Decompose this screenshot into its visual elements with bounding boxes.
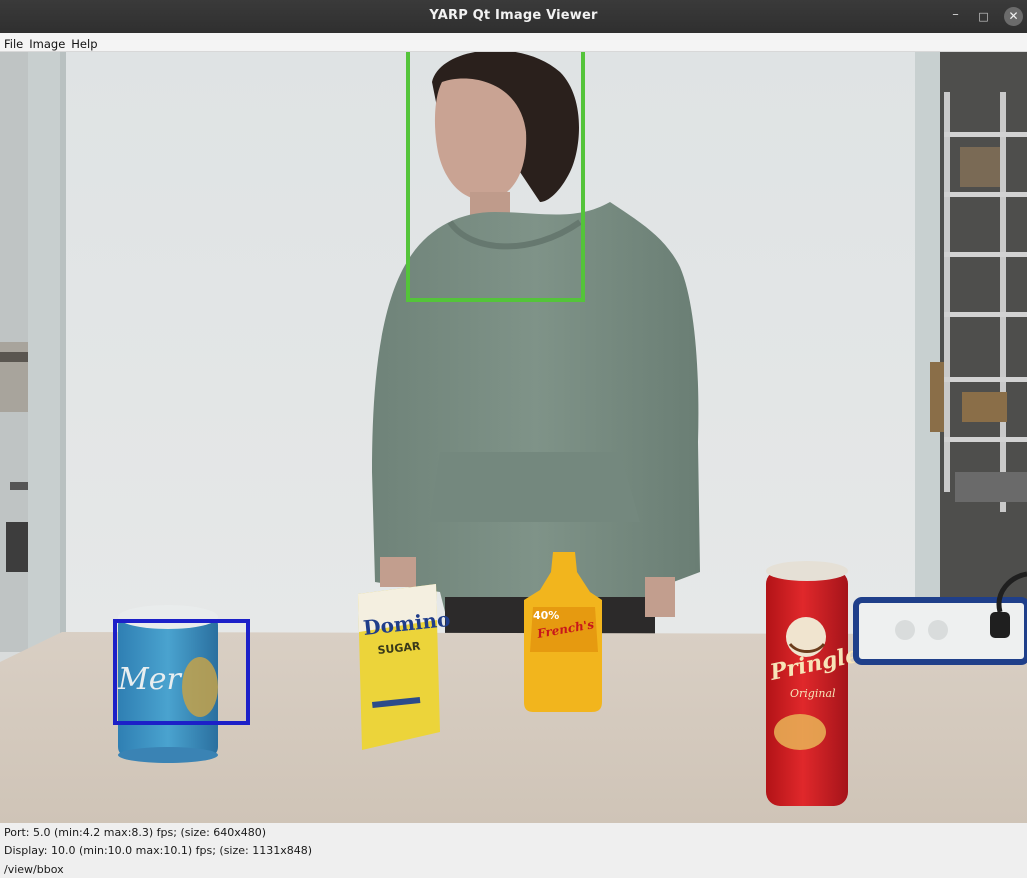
port-name-status: /view/bbox	[4, 863, 64, 876]
minimize-button[interactable]: –	[952, 7, 959, 22]
right-room	[940, 52, 1027, 642]
person-face	[434, 78, 527, 201]
menu-image[interactable]: Image	[29, 37, 66, 51]
status-bar: Port: 5.0 (min:4.2 max:8.3) fps; (size: …	[0, 823, 1027, 878]
menu-file[interactable]: File	[4, 37, 24, 51]
menu-bar: File Image Help	[0, 33, 1027, 52]
can-partial-text: Mer	[117, 662, 182, 697]
camera-frame: Mer Domino SUGAR 40% French's Pringles O…	[0, 52, 1027, 823]
close-button[interactable]: ✕	[1004, 7, 1023, 26]
object-bounding-box	[113, 619, 250, 725]
door-frame-left	[28, 52, 64, 652]
pringles-flavor: Original	[790, 687, 836, 700]
domino-product: SUGAR	[377, 640, 422, 657]
title-bar: YARP Qt Image Viewer – □ ✕	[0, 0, 1027, 33]
face-bounding-box	[406, 52, 585, 302]
display-fps-status: Display: 10.0 (min:10.0 max:10.1) fps; (…	[4, 844, 313, 857]
frenchs-badge: 40%	[533, 609, 559, 622]
image-viewport[interactable]: Mer Domino SUGAR 40% French's Pringles O…	[0, 52, 1027, 823]
maximize-button[interactable]: □	[978, 10, 989, 23]
menu-help[interactable]: Help	[71, 37, 98, 51]
port-fps-status: Port: 5.0 (min:4.2 max:8.3) fps; (size: …	[4, 826, 267, 839]
window-title: YARP Qt Image Viewer	[429, 8, 598, 23]
